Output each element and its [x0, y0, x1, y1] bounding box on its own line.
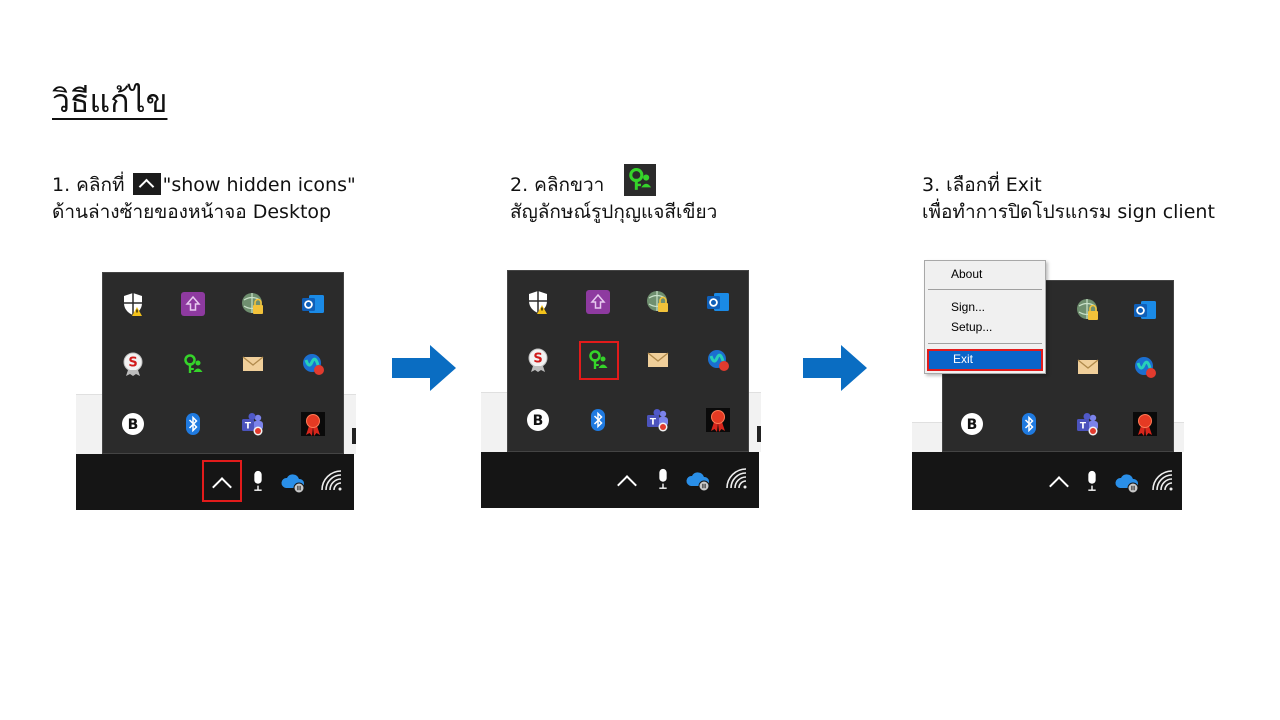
- wifi-icon[interactable]: [319, 468, 345, 494]
- page-title: วิธีแก้ไข: [52, 82, 168, 120]
- upload-cloud-icon[interactable]: [585, 289, 611, 315]
- onedrive-paused-icon[interactable]: [280, 469, 306, 495]
- screenshot-step-2: [481, 270, 761, 510]
- certificate-ribbon-icon[interactable]: [705, 407, 731, 433]
- green-key-inline-icon: [624, 164, 656, 196]
- key-icon-highlight-box: [579, 341, 619, 380]
- certificate-ribbon-icon[interactable]: [1132, 411, 1158, 437]
- sign-s-icon[interactable]: [120, 351, 146, 377]
- wifi-icon[interactable]: [1150, 468, 1176, 494]
- chevron-highlight-box: [202, 460, 242, 502]
- show-hidden-icons-chevron-icon[interactable]: [1049, 476, 1069, 496]
- mail-envelope-icon[interactable]: [240, 351, 266, 377]
- step-2-line-1: 2. คลิกขวา: [510, 164, 717, 199]
- microphone-icon[interactable]: [1086, 470, 1098, 492]
- arrow-step-1-to-2: [392, 345, 456, 391]
- outlook-icon[interactable]: [705, 289, 731, 315]
- window-edge: [757, 426, 761, 442]
- certificate-ribbon-icon[interactable]: [300, 411, 326, 437]
- bluetooth-icon[interactable]: [1016, 411, 1042, 437]
- wifi-icon[interactable]: [724, 466, 750, 492]
- menu-item-setup[interactable]: Setup...: [951, 320, 993, 334]
- bluetooth-icon[interactable]: [585, 407, 611, 433]
- outlook-icon[interactable]: [300, 291, 326, 317]
- sign-s-icon[interactable]: [525, 347, 551, 373]
- hidden-icons-panel: [507, 270, 749, 452]
- microphone-icon[interactable]: [657, 468, 669, 490]
- context-menu: About Sign... Setup... Exit: [924, 260, 1046, 374]
- screenshot-step-3: About Sign... Setup... Exit: [912, 258, 1184, 512]
- vpn-lock-icon[interactable]: [645, 289, 671, 315]
- hidden-icons-panel: [102, 272, 344, 454]
- step-2-text: 2. คลิกขวา สัญลักษณ์รูปกุญแจสีเขียว: [510, 164, 718, 226]
- onedrive-paused-icon[interactable]: [685, 467, 711, 493]
- menu-item-exit[interactable]: Exit: [927, 349, 1043, 371]
- green-key-user-icon[interactable]: [180, 351, 206, 377]
- step-3-text: 3. เลือกที่ Exit เพื่อทำการปิดโปรแกรม si…: [922, 172, 1215, 226]
- teams-icon[interactable]: [1075, 411, 1101, 437]
- webex-icon[interactable]: [300, 351, 326, 377]
- menu-separator: [928, 289, 1042, 290]
- menu-separator: [928, 343, 1042, 344]
- step-1-line-2: ด้านล่างซ้ายของหน้าจอ Desktop: [52, 201, 332, 223]
- upload-cloud-icon[interactable]: [180, 291, 206, 317]
- mail-envelope-icon[interactable]: [645, 347, 671, 373]
- webex-icon[interactable]: [705, 347, 731, 373]
- webex-icon[interactable]: [1132, 354, 1158, 380]
- bluetooth-icon[interactable]: [180, 411, 206, 437]
- step-3-line-1: 3. เลือกที่ Exit: [922, 174, 1042, 196]
- outlook-icon[interactable]: [1132, 297, 1158, 323]
- b-circle-icon[interactable]: [959, 411, 985, 437]
- microphone-icon[interactable]: [252, 470, 264, 492]
- taskbar: [481, 452, 759, 508]
- step-2-line-2: สัญลักษณ์รูปกุญแจสีเขียว: [510, 201, 718, 223]
- onedrive-paused-icon[interactable]: [1114, 469, 1140, 495]
- security-shield-warning-icon[interactable]: [525, 289, 551, 315]
- menu-item-sign[interactable]: Sign...: [951, 300, 986, 314]
- menu-item-about[interactable]: About: [951, 267, 983, 281]
- teams-icon[interactable]: [240, 411, 266, 437]
- show-hidden-icons-inline-icon: [132, 173, 161, 195]
- screenshot-step-1: [76, 272, 356, 512]
- b-circle-icon[interactable]: [525, 407, 551, 433]
- arrow-step-2-to-3: [803, 345, 867, 391]
- teams-icon[interactable]: [645, 407, 671, 433]
- show-hidden-icons-chevron-icon[interactable]: [617, 475, 637, 495]
- security-shield-warning-icon[interactable]: [120, 291, 146, 317]
- taskbar: [76, 454, 354, 510]
- step-1-line-1: 1. คลิกที่ "show hidden icons": [52, 173, 356, 196]
- vpn-lock-icon[interactable]: [1075, 297, 1101, 323]
- vpn-lock-icon[interactable]: [240, 291, 266, 317]
- step-1-text: 1. คลิกที่ "show hidden icons" ด้านล่างซ…: [52, 172, 356, 226]
- window-edge: [352, 428, 356, 444]
- taskbar: [912, 452, 1182, 510]
- mail-envelope-icon[interactable]: [1075, 354, 1101, 380]
- step-3-line-2: เพื่อทำการปิดโปรแกรม sign client: [922, 201, 1215, 223]
- b-circle-icon[interactable]: [120, 411, 146, 437]
